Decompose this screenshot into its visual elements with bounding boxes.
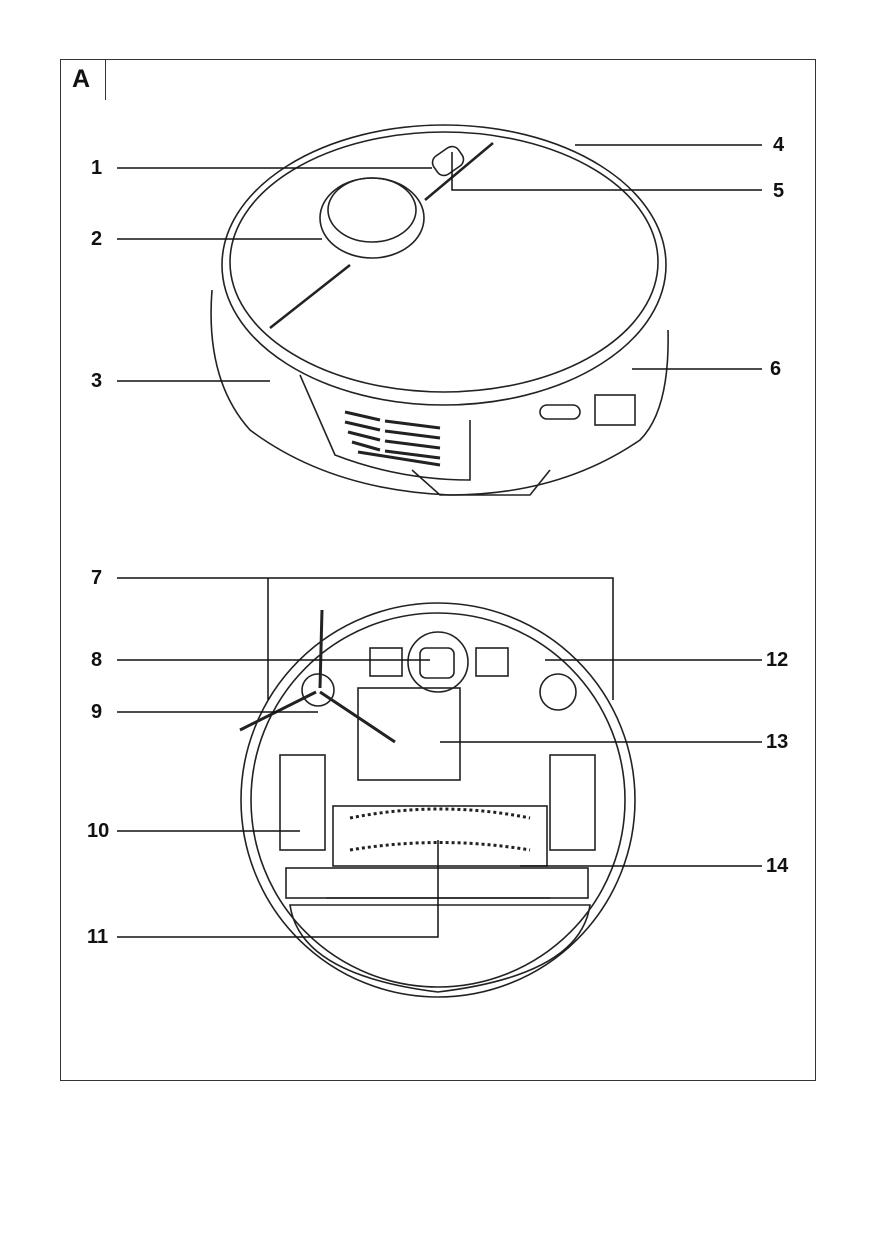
main-brush <box>332 805 548 867</box>
callout-8: 8 <box>91 649 103 671</box>
vent-slots <box>344 410 441 467</box>
callout-6: 6 <box>770 358 782 380</box>
callout-9: 9 <box>91 701 103 723</box>
panel-label: A <box>72 65 91 93</box>
callout-3: 3 <box>91 370 103 392</box>
callout-12: 12 <box>766 649 789 671</box>
panel-tab: A <box>60 59 106 100</box>
control-buttons <box>431 145 465 177</box>
callout-11: 11 <box>87 926 109 948</box>
callout-1: 1 <box>91 157 103 179</box>
robot-top-view <box>210 124 669 496</box>
figure-frame <box>60 59 816 1081</box>
front-wheel <box>407 631 469 693</box>
callout-5: 5 <box>773 180 785 202</box>
side-brush-hub <box>301 673 335 707</box>
battery-cover <box>357 687 461 781</box>
callout-14: 14 <box>766 855 789 877</box>
lidar-tower <box>319 177 425 259</box>
callout-2: 2 <box>91 228 103 250</box>
leader-lines <box>117 144 762 938</box>
callout-7: 7 <box>91 567 103 589</box>
callout-10: 10 <box>87 820 110 842</box>
callout-13: 13 <box>766 731 789 753</box>
callout-4: 4 <box>773 134 785 156</box>
robot-bottom-view <box>239 602 636 998</box>
